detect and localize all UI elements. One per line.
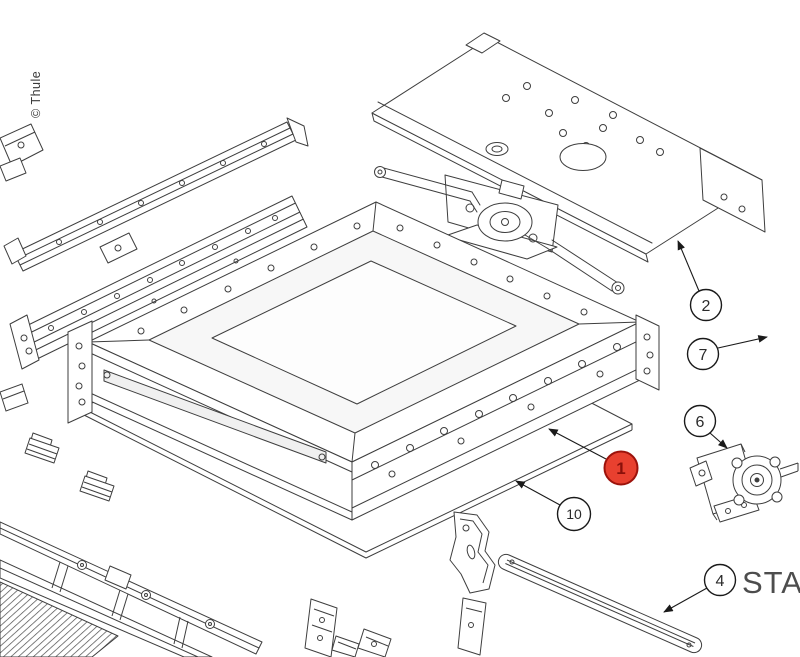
part-rail-upper [3,117,309,272]
callout-6-circle[interactable] [683,404,717,438]
callout-4[interactable]: 4 [703,563,737,597]
part-ladder-frame [0,521,263,657]
part-curved-strap [449,511,496,656]
callout-6[interactable]: 6 [683,404,717,438]
figure-caption: STA [742,565,800,600]
leader-1 [548,428,607,460]
part-bracket-a [304,598,360,657]
part-6-motor-gearbox [689,443,799,523]
callout-10[interactable]: 10 [556,496,592,532]
callout-2-number: 2 [702,298,711,315]
leader-4 [663,587,708,613]
part-bracket-b [357,628,392,657]
part-clip-2 [79,470,115,502]
copyright-text: © Thule [29,71,43,118]
leader-10 [515,480,561,506]
callout-2[interactable]: 2 [689,288,723,322]
part-4-rail [497,553,703,654]
leader-2 [677,240,700,292]
callout-10-number: 10 [566,506,582,522]
callout-1-circle[interactable] [603,450,639,486]
part-2-mount-plate [371,32,766,295]
callout-10-circle[interactable] [556,496,592,532]
callout-7[interactable]: 7 [686,337,720,371]
leader-lines [515,240,768,613]
callout-1-highlighted[interactable]: 1 [603,450,639,486]
callout-7-number: 7 [699,347,708,364]
callout-6-number: 6 [696,414,705,431]
part-corner-bracket [0,123,44,182]
part-1-main-frame [67,201,660,521]
part-edge-clip-left [0,383,29,412]
callout-1-number: 1 [616,459,625,478]
leader-6 [709,432,728,449]
callout-4-circle[interactable] [703,563,737,597]
callout-7-circle[interactable] [686,337,720,371]
callout-2-circle[interactable] [689,288,723,322]
part-clip-1 [24,432,60,464]
leader-7 [717,335,768,349]
callout-4-number: 4 [716,573,725,590]
